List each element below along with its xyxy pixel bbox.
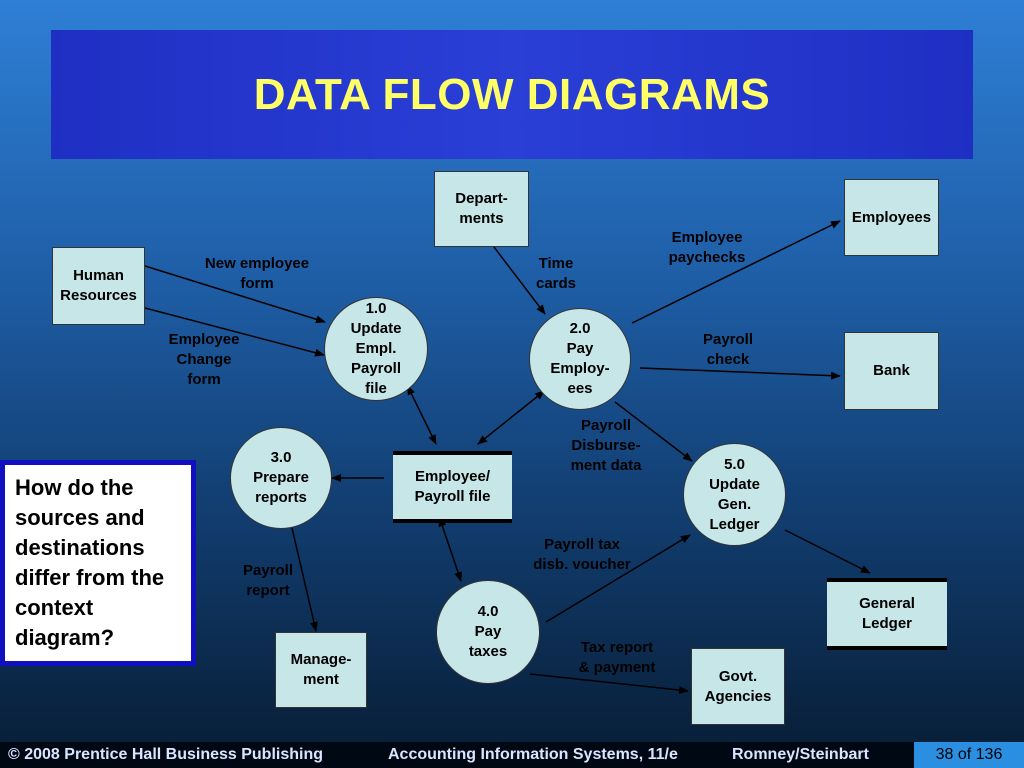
question-box: How do the sources and destinations diff… (0, 460, 196, 666)
flow-label-new-employee-form: New employee form (204, 255, 310, 292)
flow-label-payroll-check: Payroll check (702, 331, 754, 368)
process-4-pay-taxes: 4.0 Pay taxes (436, 580, 540, 684)
slide-title: DATA FLOW DIAGRAMS (253, 69, 771, 119)
arrow-hr-to-p1-change (144, 307, 325, 357)
footer-bar: © 2008 Prentice Hall Business Publishing… (0, 742, 1024, 768)
arrow-p2-to-bank (639, 367, 841, 380)
flow-label-employee-paychecks: Employee paychecks (668, 229, 746, 266)
arrow-store-p4 (438, 516, 462, 582)
entity-bank: Bank (844, 332, 939, 410)
entity-govt-agencies: Govt. Agencies (691, 648, 785, 725)
arrow-p5-to-ledger (784, 529, 871, 574)
arrow-p2-store (477, 390, 546, 445)
title-banner: DATA FLOW DIAGRAMS (51, 30, 973, 159)
arrow-p4-to-p5 (545, 534, 691, 623)
entity-human-resources: Human Resources (52, 247, 145, 325)
arrow-p4-to-govt (529, 673, 689, 695)
arrow-p3-to-mgmt (291, 527, 318, 632)
flow-label-time-cards: Time cards (535, 255, 577, 292)
flow-label-payroll-disbursement-data: Payroll Disburse- ment data (570, 417, 642, 474)
arrow-p1-store (407, 384, 437, 445)
flow-label-payroll-tax-voucher: Payroll tax disb. voucher (533, 536, 631, 573)
entity-departments: Depart- ments (434, 171, 529, 247)
process-5-update-ledger: 5.0 Update Gen. Ledger (683, 443, 786, 546)
footer-page-number: 38 of 136 (914, 742, 1024, 768)
flow-label-payroll-report: Payroll report (242, 562, 294, 599)
arrow-dept-to-p2 (493, 246, 546, 315)
flow-label-employee-change-form: Employee Change form (168, 331, 240, 388)
entity-employees: Employees (844, 179, 939, 256)
footer-book-title: Accounting Information Systems, 11/e (388, 746, 678, 763)
flow-label-tax-report-payment: Tax report & payment (578, 639, 656, 676)
entity-management: Manage- ment (275, 632, 367, 708)
arrow-p2-to-employees (631, 220, 841, 324)
process-2-pay-employees: 2.0 Pay Employ- ees (529, 308, 631, 410)
process-3-prepare-reports: 3.0 Prepare reports (230, 427, 332, 529)
footer-authors: Romney/Steinbart (732, 746, 869, 763)
arrow-p2-to-p5 (614, 401, 693, 462)
process-1-update-payroll: 1.0 Update Empl. Payroll file (324, 297, 428, 401)
store-employee-payroll-file: Employee/ Payroll file (393, 451, 512, 523)
store-general-ledger: General Ledger (827, 578, 947, 650)
footer-copyright: © 2008 Prentice Hall Business Publishing (8, 746, 324, 763)
arrow-hr-to-p1-new (144, 265, 326, 324)
